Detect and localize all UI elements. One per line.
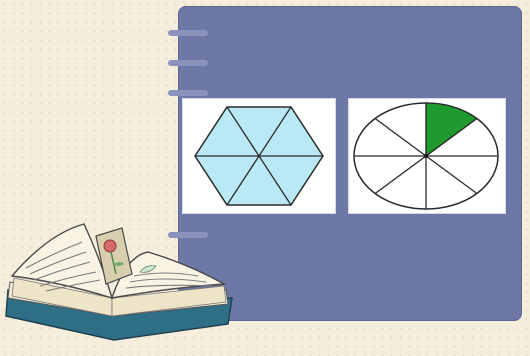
circle-figure xyxy=(349,99,505,213)
circle-center xyxy=(424,154,428,158)
circle-card xyxy=(348,98,506,214)
binder-tab xyxy=(168,30,208,36)
binder-tab xyxy=(168,90,208,96)
hexagon-card xyxy=(182,98,336,214)
bookmark-flower-icon xyxy=(104,240,116,252)
binder-tab xyxy=(168,60,208,66)
open-book-illustration xyxy=(0,212,240,356)
hexagon-figure xyxy=(183,99,335,213)
